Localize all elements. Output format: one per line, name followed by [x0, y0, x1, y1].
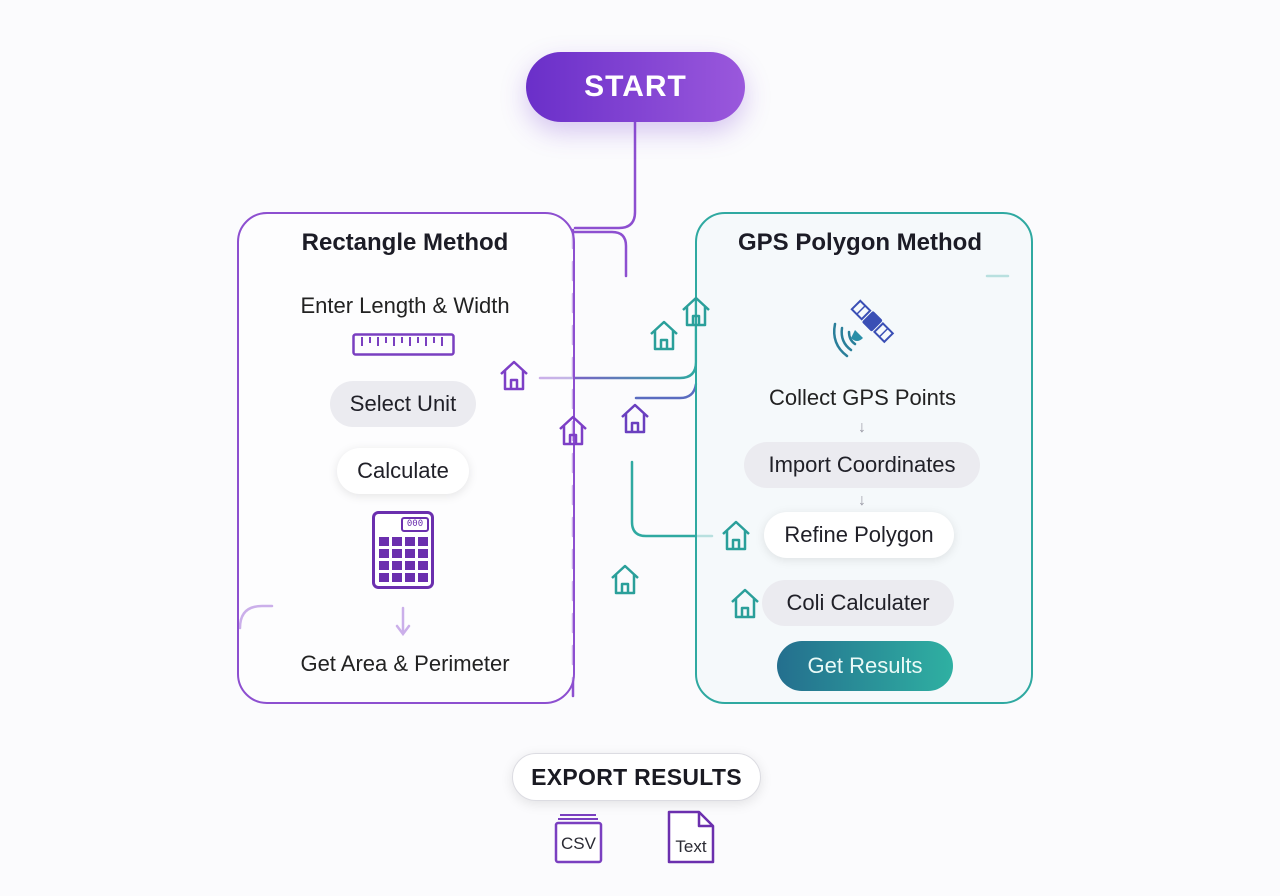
enter-length-width-step: Enter Length & Width: [300, 293, 510, 318]
house-icon: [731, 588, 759, 619]
select-unit-step[interactable]: Select Unit: [330, 381, 476, 427]
get-area-perimeter-step: Get Area & Perimeter: [300, 651, 510, 676]
start-stem-line: [573, 120, 637, 230]
get-results-button[interactable]: Get Results: [777, 641, 953, 691]
satellite-icon: [833, 299, 895, 358]
text-file-icon[interactable]: Text: [666, 810, 716, 864]
house-icon: [650, 320, 678, 351]
house-icon: [500, 360, 528, 391]
flow-arrow-2: ↓: [858, 492, 866, 509]
coli-calculater-step[interactable]: Coli Calculater: [762, 580, 954, 626]
calculate-step[interactable]: Calculate: [337, 448, 469, 494]
flow-arrow-1: ↓: [858, 419, 866, 436]
house-icon: [621, 403, 649, 434]
import-coordinates-step[interactable]: Import Coordinates: [744, 442, 980, 488]
csv-file-label: CSV: [561, 834, 596, 853]
refine-polygon-step[interactable]: Refine Polygon: [764, 512, 954, 558]
refine-link-line: [630, 460, 714, 538]
csv-file-icon[interactable]: CSV: [554, 812, 604, 864]
house-icon: [722, 520, 750, 551]
house-icon: [611, 564, 639, 595]
ruler-icon: [352, 333, 455, 356]
export-results-button[interactable]: EXPORT RESULTS: [512, 753, 761, 801]
house-icon: [559, 415, 587, 446]
house-link-line-2: [634, 382, 698, 400]
gps-polygon-method-title: GPS Polygon Method: [738, 229, 982, 256]
calculator-display: 000: [406, 519, 424, 529]
house-icon: [682, 296, 710, 327]
collect-gps-points-step: Collect GPS Points: [768, 385, 957, 410]
calculator-icon: 000: [372, 511, 434, 589]
text-file-label: Text: [675, 837, 707, 856]
start-branch-line: [573, 230, 628, 278]
rectangle-method-title: Rectangle Method: [301, 229, 509, 256]
start-node[interactable]: START: [526, 52, 745, 122]
